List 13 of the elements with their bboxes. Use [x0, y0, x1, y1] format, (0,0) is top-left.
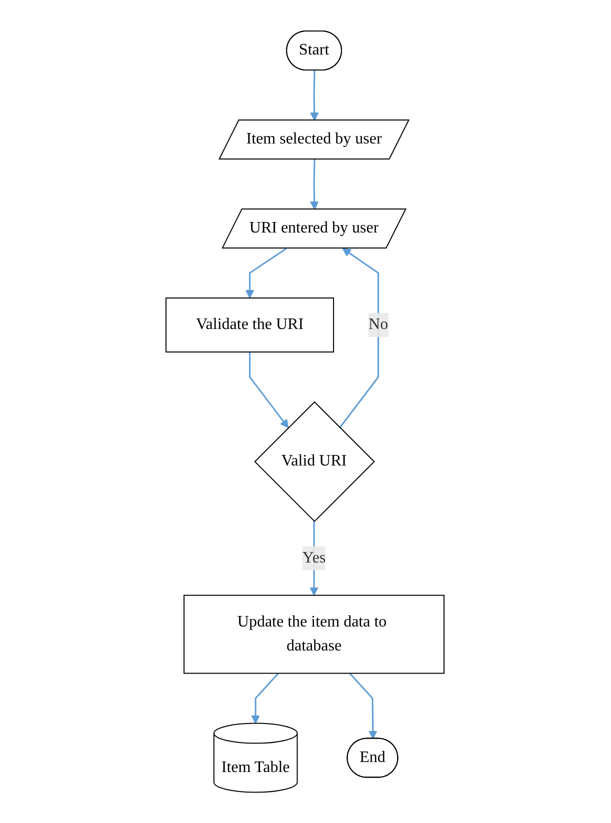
edge-label: No [369, 316, 389, 333]
arrow [310, 521, 319, 596]
arrow [350, 672, 378, 740]
arrow [340, 248, 380, 428]
node-box: Update the item data to database [184, 594, 446, 674]
arrow [246, 248, 288, 298]
arrow [310, 70, 320, 121]
edge-label: Yes [302, 549, 326, 566]
arrow [310, 159, 320, 210]
node-box: Validate the URI [166, 297, 334, 352]
arrow [250, 352, 290, 428]
arrow [252, 672, 280, 724]
node-diamond: Valid URI [254, 401, 376, 522]
